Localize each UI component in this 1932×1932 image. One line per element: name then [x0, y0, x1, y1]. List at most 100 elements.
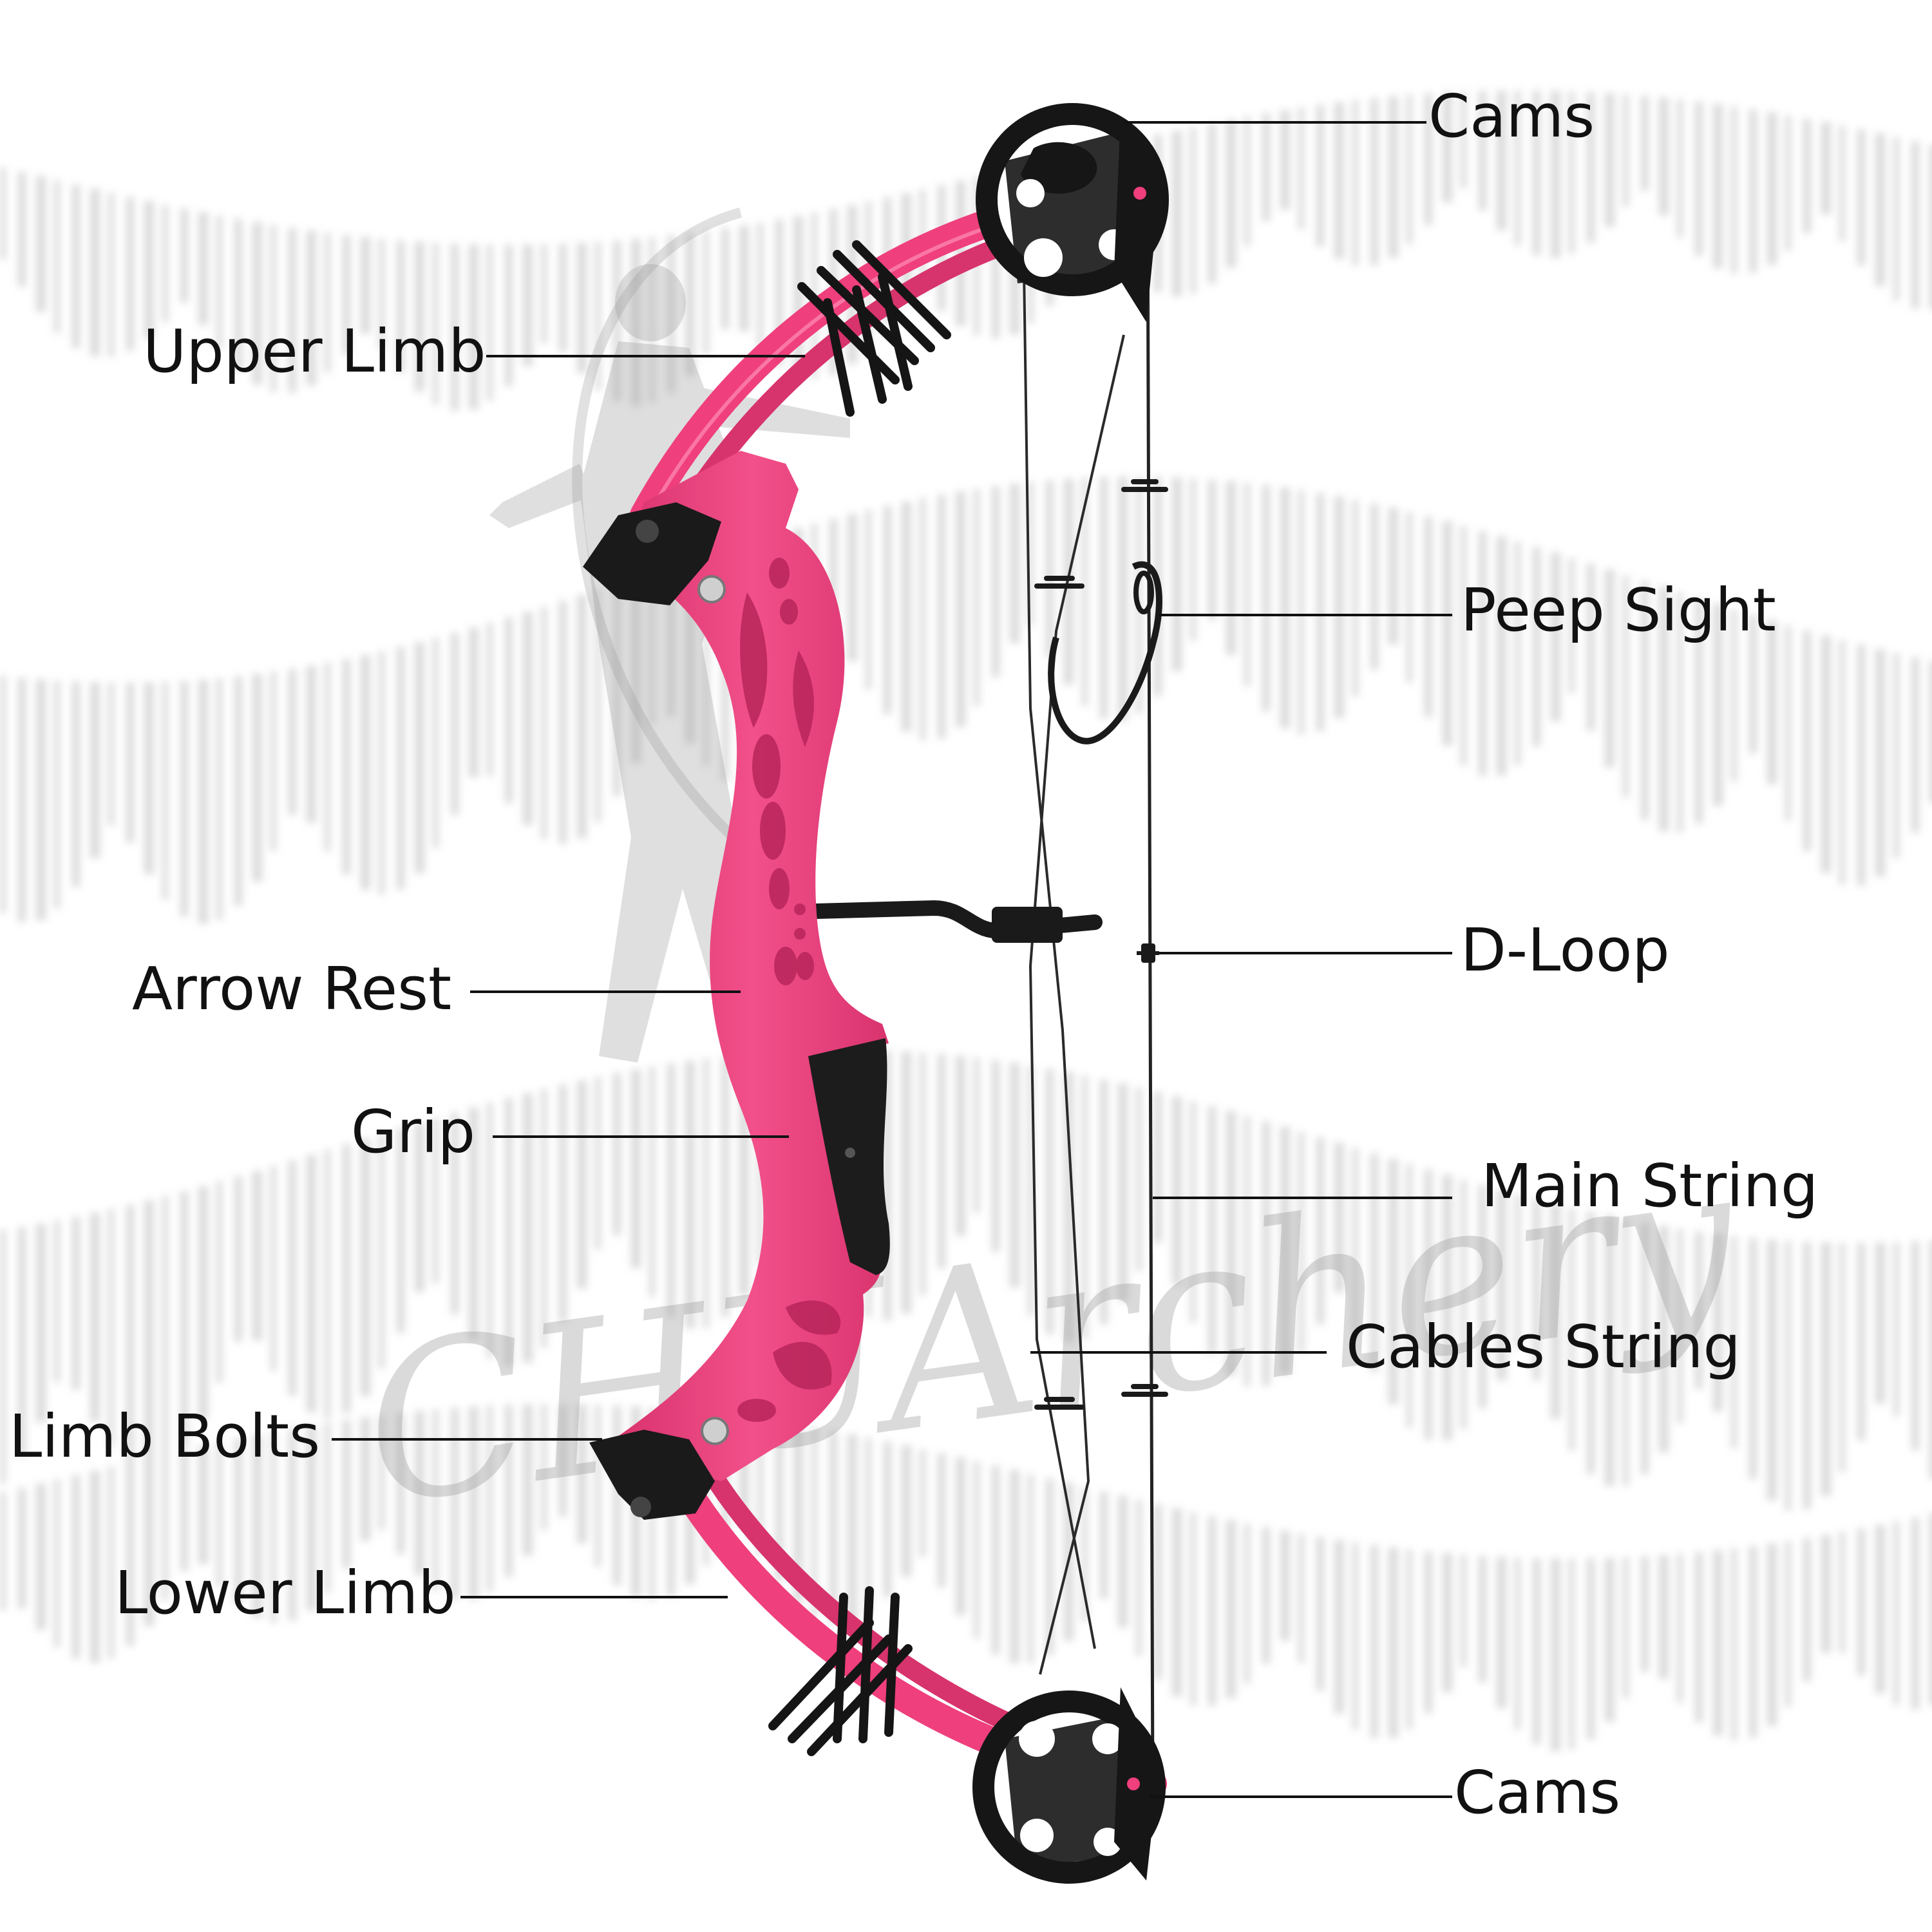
background-stripe [270, 1166, 276, 1371]
background-stripe [1767, 112, 1777, 265]
leader-lines [332, 121, 1452, 1798]
background-stripe [1388, 507, 1398, 645]
background-stripe [1569, 91, 1575, 254]
background-stripe [451, 243, 459, 411]
background-stripe [36, 1224, 46, 1423]
background-stripe [649, 237, 655, 403]
background-stripe [487, 1103, 493, 1359]
background-stripe [361, 1139, 370, 1396]
background-stripe [1244, 1523, 1250, 1684]
cam-upper [976, 103, 1169, 322]
background-stripe [1388, 1159, 1398, 1405]
background-stripe [361, 1417, 370, 1541]
background-stripe [1803, 630, 1811, 851]
background-stripe [343, 1419, 350, 1569]
background-stripe [1497, 90, 1506, 231]
background-stripe [1280, 1530, 1290, 1641]
background-stripe [1785, 115, 1791, 251]
background-stripe [1262, 1527, 1270, 1664]
background-stripe [523, 611, 533, 826]
background-stripe [1929, 1240, 1932, 1479]
background-stripe [1461, 91, 1466, 189]
label-cams-top: Cams [1428, 82, 1595, 151]
background-stripe [54, 180, 60, 334]
background-stripe [920, 1449, 925, 1557]
background-stripe [343, 234, 350, 355]
background-stripe [144, 200, 154, 339]
background-stripe [505, 1097, 513, 1367]
background-stripe [1497, 536, 1506, 775]
background-stripe [721, 1056, 729, 1317]
background-stripe [1172, 1508, 1182, 1697]
background-stripe [613, 1073, 621, 1236]
background-stripe [252, 1171, 262, 1341]
background-stripe [126, 1204, 134, 1464]
background-stripe [1244, 482, 1250, 687]
background-stripe [487, 244, 493, 401]
background-stripe [487, 622, 493, 777]
background-stripe [577, 243, 587, 374]
background-stripe [1298, 1533, 1304, 1663]
background-stripe [1208, 123, 1216, 284]
background-stripe [198, 212, 208, 325]
background-stripe [1623, 1557, 1629, 1699]
background-stripe [1605, 93, 1615, 227]
background-stripe [505, 617, 513, 804]
background-stripe [1208, 479, 1216, 620]
background-stripe [1425, 1551, 1432, 1714]
background-stripe [956, 1056, 965, 1236]
background-stripe [1587, 1558, 1595, 1739]
background-stripe [1352, 500, 1358, 697]
background-stripe [1641, 95, 1649, 191]
background-stripe [541, 244, 547, 343]
background-stripe [1767, 620, 1777, 785]
background-stripe [1479, 1555, 1486, 1683]
background-stripe [72, 184, 80, 348]
d-loop [1137, 943, 1159, 963]
background-stripe [1893, 137, 1899, 301]
background-stripe [180, 1191, 188, 1447]
background-stripe [541, 1404, 547, 1531]
background-stripe [505, 1405, 513, 1577]
background-stripe [595, 1405, 601, 1567]
label-limb-bolts: Limb Bolts [9, 1402, 321, 1471]
background-stripe [90, 1470, 100, 1663]
background-stripe [180, 681, 188, 917]
background-stripe [0, 1492, 6, 1611]
background-stripe [902, 1051, 911, 1314]
background-stripe [1767, 1239, 1777, 1501]
background-stripe [1461, 1179, 1466, 1430]
background-stripe [1551, 1203, 1560, 1419]
background-stripe [270, 671, 276, 851]
background-stripe [216, 215, 222, 350]
cables-string [1023, 270, 1125, 1675]
background-stripe [1533, 90, 1540, 256]
background-stripe [216, 1181, 222, 1383]
background-stripe [18, 1488, 26, 1609]
background-stripe [595, 242, 601, 390]
background-stripe [505, 244, 513, 386]
background-stripe [361, 237, 370, 334]
background-stripe [1370, 98, 1378, 265]
background-stripe [1749, 109, 1757, 273]
background-stripe [1731, 106, 1737, 274]
background-stripe [1911, 141, 1919, 309]
background-stripe [144, 682, 154, 875]
background-stripe [415, 242, 424, 392]
background-stripe [1010, 1470, 1019, 1663]
background-stripe [703, 1058, 709, 1329]
background-stripe [1857, 129, 1865, 266]
arrow-rest [807, 900, 1103, 943]
background-stripe [1479, 90, 1486, 211]
background-stripe [289, 668, 296, 815]
background-stripe [631, 239, 641, 406]
background-stripe [325, 1150, 330, 1419]
background-stripe [1587, 91, 1595, 243]
background-stripe [0, 1229, 6, 1484]
background-stripe [108, 1209, 114, 1448]
background-stripe [613, 240, 621, 402]
background-stripe [379, 1414, 384, 1531]
background-stripe [1190, 1101, 1196, 1323]
